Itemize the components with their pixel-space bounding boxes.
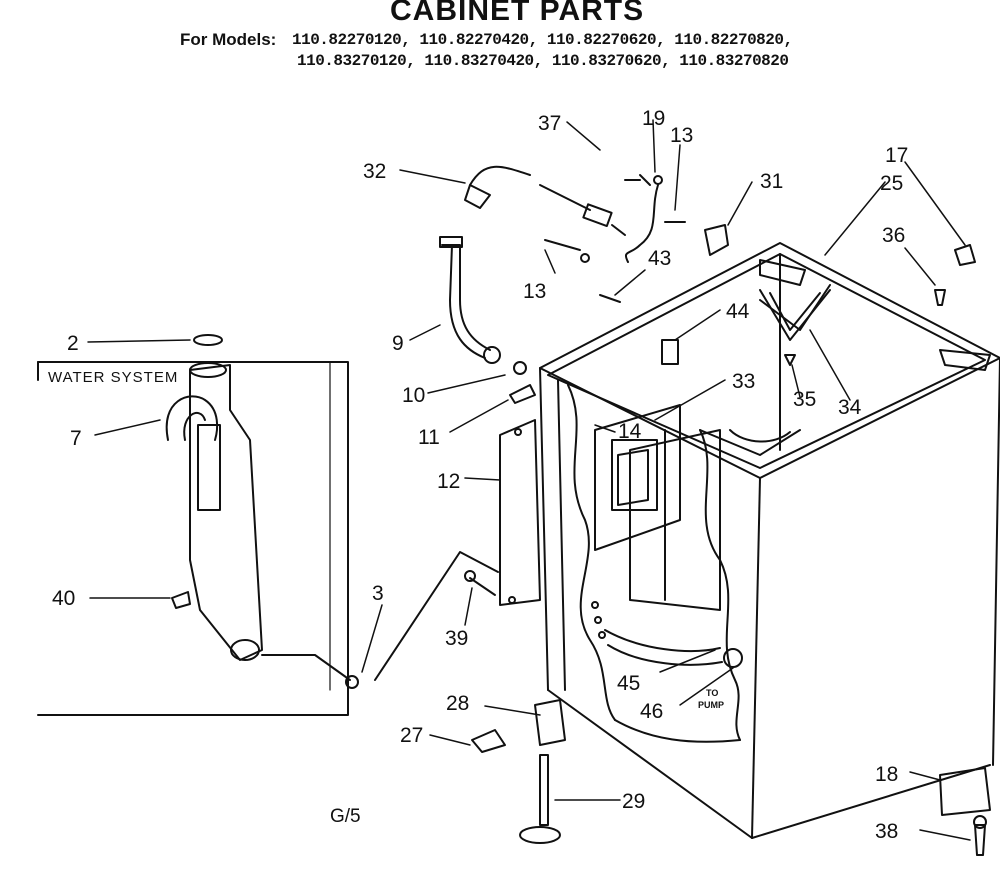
to-pump-label-pump: PUMP [698,700,724,710]
plate-18 [939,767,991,816]
page-code: G/5 [330,806,361,827]
clamp-46 [723,648,743,668]
water-system-inset-frame [37,361,349,716]
callout-18: 18 [875,763,898,786]
callout-3: 3 [372,582,384,605]
fitting-11 [509,384,536,404]
callout-25: 25 [880,172,903,195]
fitting-10 [513,361,527,375]
screw-13b [544,239,581,251]
callout-29: 29 [622,790,645,813]
washer-2 [193,334,223,346]
callout-33: 33 [732,370,755,393]
callout-38: 38 [875,820,898,843]
screw-36 [934,289,946,306]
bracket-28 [534,699,566,746]
valve-40 [189,364,263,661]
callout-13-top: 13 [670,124,693,147]
page-title: CABINET PARTS [390,0,645,27]
callout-40: 40 [52,587,75,610]
callout-17: 17 [885,144,908,167]
callout-32: 32 [363,160,386,183]
water-system-label: WATER SYSTEM [48,369,178,386]
switch-14 [611,439,658,511]
callout-34: 34 [838,396,862,419]
to-pump-label-to: TO [706,688,718,698]
clip-19 [653,175,663,185]
callout-13-left: 13 [523,280,546,303]
callout-12: 12 [437,470,460,493]
hose-7 [165,395,219,441]
callout-11: 11 [418,426,440,449]
tube [197,424,221,511]
callout-44: 44 [726,300,750,323]
callout-39: 39 [445,627,468,650]
callout-36: 36 [882,224,905,247]
callout-37: 37 [538,112,561,135]
callout-27: 27 [400,724,423,747]
models-label: For Models: [180,30,277,49]
cord-32 [469,165,531,186]
callout-19: 19 [642,107,665,130]
pin-35 [784,354,796,366]
callout-43: 43 [648,247,671,270]
screw-39 [469,577,496,596]
hinge-17 [954,244,976,266]
panel-12 [499,419,541,606]
console-panel-33 [594,404,681,551]
callout-7: 7 [70,427,82,450]
callout-46: 46 [640,700,663,723]
callout-35: 35 [793,388,816,411]
callout-28: 28 [446,692,469,715]
screw-38 [974,824,986,856]
leg-29 [539,754,549,826]
callout-31: 31 [760,170,783,193]
clip-31 [704,224,729,256]
models-line-2: 110.83270120, 110.83270420, 110.83270620… [297,52,789,70]
callout-14: 14 [618,420,642,443]
screw-43 [599,294,621,303]
brace-34 [759,289,831,341]
callout-45: 45 [617,672,640,695]
grommet-44 [661,339,679,365]
callout-9: 9 [392,332,404,355]
clip-27 [471,729,506,753]
models-line-1: 110.82270120, 110.82270420, 110.82270620… [292,31,793,49]
hose-45 [604,629,721,652]
cabinet-body [539,242,1000,839]
hose-9 [449,244,491,351]
callout-2: 2 [67,332,79,355]
callout-10: 10 [402,384,425,407]
